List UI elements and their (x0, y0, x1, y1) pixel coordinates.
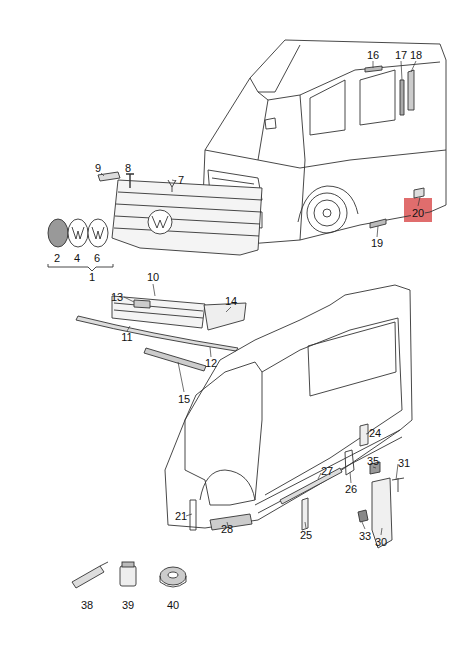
callout-number: 16 (366, 49, 380, 61)
callout-number: 25 (299, 529, 313, 541)
callout-number: 11 (120, 331, 133, 343)
callout-number: 12 (204, 357, 218, 369)
callout-number: 1 (88, 271, 96, 283)
callout-number: 40 (166, 599, 180, 611)
callout-number: 7 (177, 174, 185, 186)
callout-number: 20 (411, 207, 425, 219)
callout-number: 6 (93, 252, 101, 264)
callout-number: 39 (121, 599, 135, 611)
callout-number: 8 (124, 162, 132, 174)
callout-number: 33 (358, 530, 372, 542)
callout-number: 26 (344, 483, 358, 495)
callout-number: 18 (409, 49, 423, 61)
radiator-grille (98, 172, 262, 255)
callout-number: 28 (220, 523, 234, 535)
callout-number: 15 (177, 393, 191, 405)
callout-number: 35 (366, 455, 380, 467)
small-parts (302, 424, 404, 548)
callout-number: 24 (368, 427, 382, 439)
emblems (48, 219, 113, 271)
callout-number: 21 (174, 510, 188, 522)
callout-number: 19 (370, 237, 384, 249)
callout-number: 31 (397, 457, 411, 469)
leader-lines (101, 173, 176, 181)
callout-number: 27 (320, 465, 334, 477)
leader-lines (124, 284, 231, 392)
highlight-box (404, 198, 432, 222)
callout-number: 13 (110, 291, 124, 303)
leader-lines (186, 433, 398, 535)
callout-number: 10 (146, 271, 160, 283)
callout-number: 38 (80, 599, 94, 611)
callout-number: 30 (374, 536, 388, 548)
callout-number: 14 (224, 295, 238, 307)
callout-number: 17 (394, 49, 408, 61)
callout-number: 2 (53, 252, 61, 264)
callout-number: 9 (94, 162, 102, 174)
service-items (72, 562, 186, 588)
callout-number: 4 (73, 252, 81, 264)
